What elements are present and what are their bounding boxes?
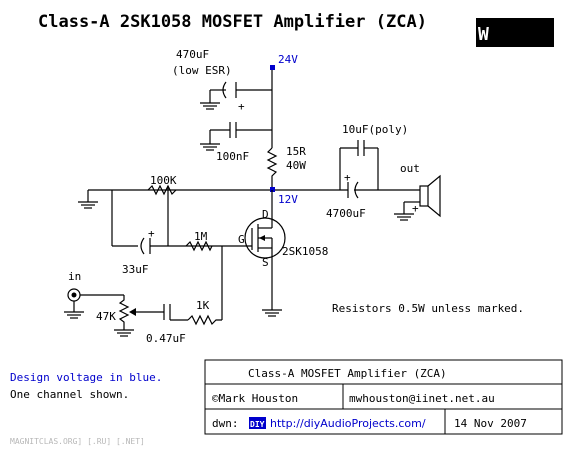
input-label: in — [68, 270, 81, 283]
diy-badge — [249, 417, 266, 429]
voltage-24v: 24V — [278, 53, 298, 66]
ground-symbol-470 — [200, 102, 220, 110]
node-12v-dot — [270, 187, 275, 192]
mosfet-gate-label: G — [238, 233, 245, 246]
resistor-1m — [185, 240, 213, 252]
info-date: 14 Nov 2007 — [454, 417, 527, 430]
pot-47k — [114, 295, 164, 337]
cap-470uf-note: (low ESR) — [172, 64, 232, 77]
info-url-link[interactable]: http://diyAudioProjects.com/ — [270, 417, 426, 430]
info-author: ©Mark Houston — [212, 392, 298, 405]
info-title: Class-A MOSFET Amplifier (ZCA) — [248, 367, 447, 380]
cap-33uf — [111, 190, 222, 255]
cap-470uf-label: 470uF — [176, 48, 209, 61]
cap-33uf-plus: + — [148, 227, 155, 240]
mosfet-2sk1058 — [221, 190, 286, 320]
cap-470uf-plus: + — [238, 100, 245, 113]
mosfet-source-label: S — [262, 256, 269, 269]
footer-watermark: MAGNITCLAS.ORG] [.RU] [.NET] — [10, 437, 145, 446]
voltage-12v: 12V — [278, 193, 298, 206]
cap-10uf-poly — [339, 140, 379, 190]
watermark-text: W — [478, 24, 489, 45]
cap-4700uf-label: 4700uF — [326, 207, 366, 220]
info-dwn-label: dwn: — [212, 417, 239, 430]
resistor-1m-label: 1M — [194, 230, 208, 243]
mosfet-drain-label: D — [262, 208, 269, 221]
ground-symbol-100n — [200, 143, 220, 151]
cap-10uf-label: 10uF(poly) — [342, 123, 408, 136]
ground-symbol-mosfet — [262, 309, 282, 317]
info-email[interactable]: mwhouston@iinet.net.au — [349, 392, 495, 405]
speaker-plus: + — [412, 202, 419, 215]
cap-4700uf-plus: + — [344, 171, 351, 184]
one-channel-note: One channel shown. — [10, 388, 129, 401]
cap-470uf — [220, 81, 237, 99]
resistor-100k — [147, 184, 177, 196]
ground-symbol-left — [78, 190, 98, 209]
design-voltage-note: Design voltage in blue. — [10, 371, 162, 384]
resistor-100k-label: 100K — [150, 174, 177, 187]
output-label: out — [400, 162, 420, 175]
resistor-15r-power: 40W — [286, 159, 306, 172]
cap-100nf — [209, 122, 272, 144]
cap-047uf — [163, 304, 188, 321]
speaker — [394, 174, 441, 221]
cap-100nf-label: 100nF — [216, 150, 249, 163]
supply-rail — [209, 65, 275, 148]
info-box — [204, 359, 563, 435]
diy-badge-text: DIY — [250, 420, 265, 429]
resistor-1k — [187, 314, 222, 326]
resistor-15r-value: 15R — [286, 145, 306, 158]
page-title: Class-A 2SK1058 MOSFET Amplifier (ZCA) — [38, 12, 427, 32]
cap-33uf-label: 33uF — [122, 263, 149, 276]
input-jack — [64, 288, 124, 319]
watermark-box — [476, 18, 554, 47]
resistor-note: Resistors 0.5W unless marked. — [332, 302, 524, 315]
mosfet-part-label: 2SK1058 — [282, 245, 328, 258]
cap-047uf-label: 0.47uF — [146, 332, 186, 345]
cap-4700uf — [347, 181, 420, 199]
resistor-1k-label: 1K — [196, 299, 210, 312]
resistor-15r — [266, 147, 278, 190]
pot-47k-label: 47K — [96, 310, 116, 323]
